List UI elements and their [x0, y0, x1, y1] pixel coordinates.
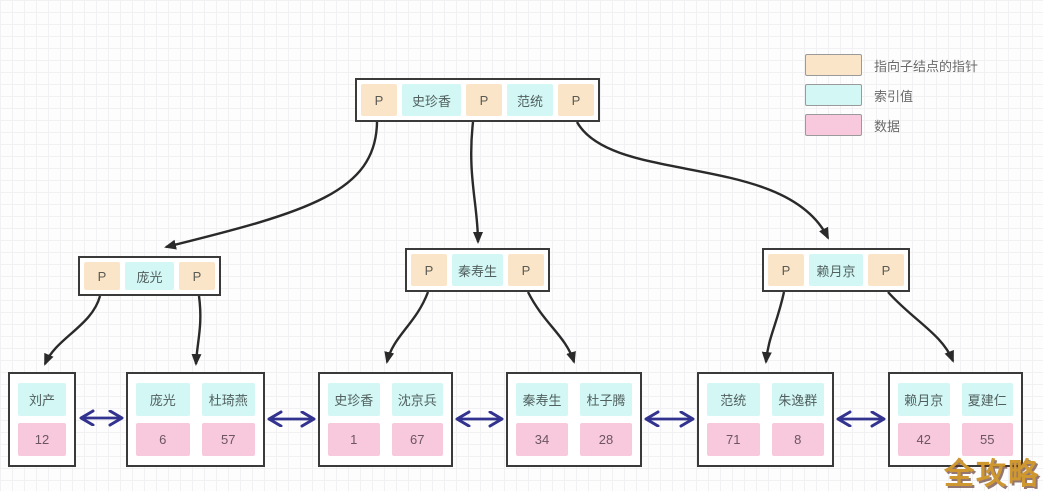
legend-label: 指向子结点的指针 — [874, 58, 979, 74]
legend-item-data: 数据 — [805, 114, 978, 136]
key-cell: 范统 — [507, 84, 553, 116]
parent-child-arrows — [43, 121, 955, 366]
key-cell: 秦寿生 — [516, 383, 568, 416]
data-cell: 42 — [898, 423, 950, 456]
leaf-node: 刘产 12 — [8, 372, 76, 467]
pointer-cell: P — [466, 84, 502, 116]
data-cell: 8 — [771, 423, 824, 456]
leaf-node: 范统 71 朱逸群 8 — [697, 372, 834, 467]
watermark: 全攻略 — [944, 458, 1040, 491]
leaf-entry: 秦寿生 34 — [516, 383, 568, 456]
pointer-cell: P — [558, 84, 594, 116]
legend: 指向子结点的指针 索引值 数据 — [805, 54, 978, 136]
internal-node: P 秦寿生 P — [405, 248, 550, 292]
data-cell: 71 — [707, 423, 760, 456]
key-cell: 秦寿生 — [452, 254, 503, 286]
legend-label: 索引值 — [874, 88, 914, 104]
data-swatch — [805, 114, 862, 136]
data-cell: 34 — [516, 423, 568, 456]
pointer-swatch — [805, 54, 862, 76]
pointer-cell: P — [768, 254, 804, 286]
data-cell: 12 — [18, 423, 66, 456]
pointer-cell: P — [868, 254, 904, 286]
key-cell: 朱逸群 — [771, 383, 824, 416]
key-cell: 刘产 — [18, 383, 66, 416]
internal-node: P 赖月京 P — [762, 248, 910, 292]
legend-item-pointer: 指向子结点的指针 — [805, 54, 978, 76]
pointer-cell: P — [411, 254, 447, 286]
leaf-node: 赖月京 42 夏建仁 55 — [888, 372, 1023, 467]
leaf-entry: 杜子腾 28 — [580, 383, 632, 456]
key-cell: 赖月京 — [898, 383, 950, 416]
leaf-node: 史珍香 1 沈京兵 67 — [318, 372, 453, 467]
legend-item-index: 索引值 — [805, 84, 978, 106]
leaf-entry: 夏建仁 55 — [961, 383, 1013, 456]
key-cell: 史珍香 — [328, 383, 380, 416]
internal-node: P 庞光 P — [78, 256, 221, 296]
leaf-entry: 刘产 12 — [18, 383, 66, 456]
data-cell: 6 — [136, 423, 190, 456]
data-cell: 1 — [328, 423, 380, 456]
data-cell: 57 — [201, 423, 255, 456]
index-swatch — [805, 84, 862, 106]
key-cell: 杜琦燕 — [201, 383, 255, 416]
key-cell: 杜子腾 — [580, 383, 632, 416]
leaf-entry: 赖月京 42 — [898, 383, 950, 456]
leaf-node: 庞光 6 杜琦燕 57 — [126, 372, 265, 467]
root-node: P 史珍香 P 范统 P — [355, 78, 600, 122]
data-cell: 28 — [580, 423, 632, 456]
leaf-entry: 朱逸群 8 — [771, 383, 824, 456]
key-cell: 夏建仁 — [961, 383, 1013, 416]
leaf-node: 秦寿生 34 杜子腾 28 — [506, 372, 642, 467]
key-cell: 范统 — [707, 383, 760, 416]
key-cell: 沈京兵 — [391, 383, 443, 416]
leaf-entry: 范统 71 — [707, 383, 760, 456]
key-cell: 史珍香 — [402, 84, 461, 116]
legend-label: 数据 — [874, 118, 901, 134]
key-cell: 赖月京 — [809, 254, 863, 286]
key-cell: 庞光 — [125, 262, 174, 290]
data-cell: 55 — [961, 423, 1013, 456]
pointer-cell: P — [508, 254, 544, 286]
key-cell: 庞光 — [136, 383, 190, 416]
leaf-entry: 史珍香 1 — [328, 383, 380, 456]
leaf-entry: 庞光 6 — [136, 383, 190, 456]
pointer-cell: P — [84, 262, 120, 290]
pointer-cell: P — [179, 262, 215, 290]
pointer-cell: P — [361, 84, 397, 116]
data-cell: 67 — [391, 423, 443, 456]
leaf-entry: 杜琦燕 57 — [201, 383, 255, 456]
leaf-entry: 沈京兵 67 — [391, 383, 443, 456]
